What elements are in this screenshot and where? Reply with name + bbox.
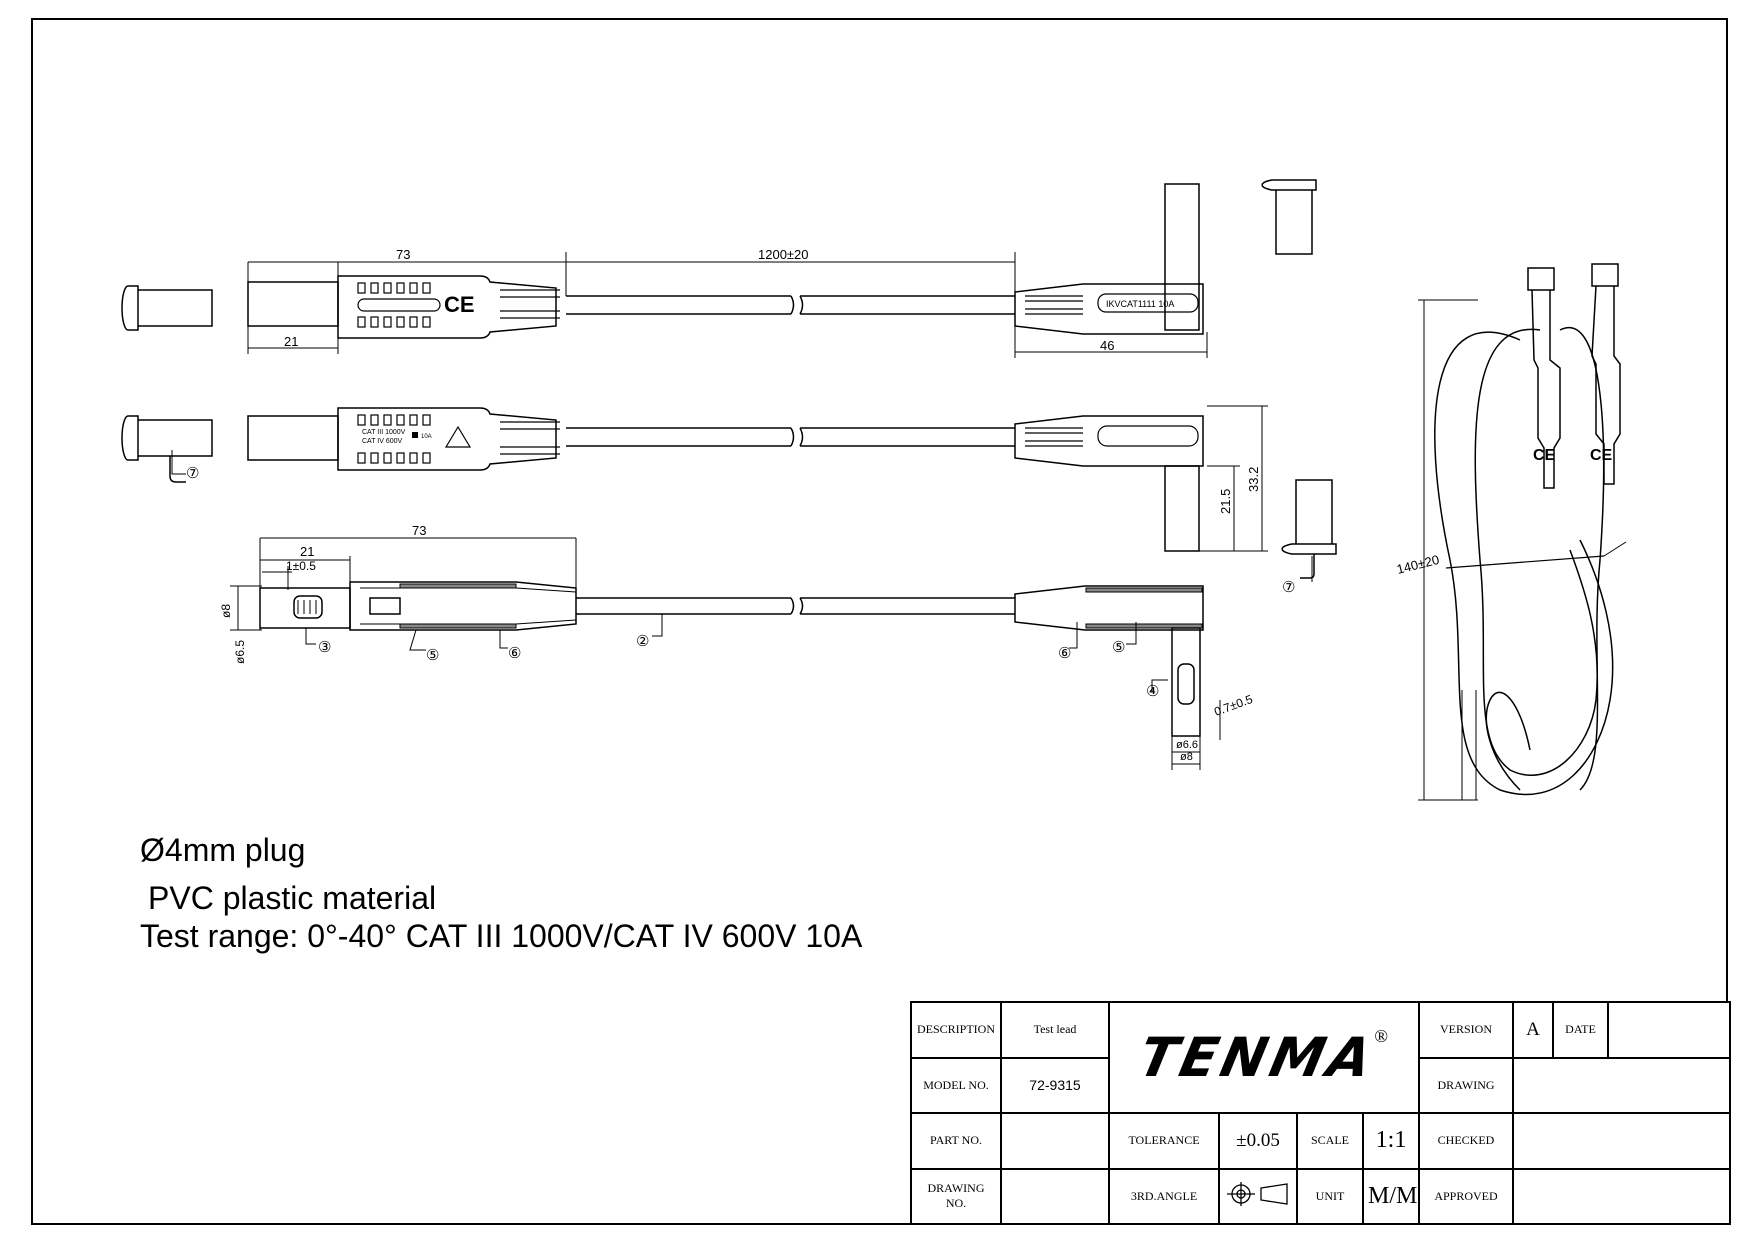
logo-cell: TENMA® xyxy=(1107,1001,1421,1114)
right-plug-pin-2 xyxy=(1164,465,1200,552)
svg-text:ø6.6: ø6.6 xyxy=(1176,739,1198,751)
section-sleeve xyxy=(259,587,351,629)
sheet-border xyxy=(31,18,1728,1225)
section-right-body xyxy=(1014,585,1204,631)
svg-text:0.7±0.5: 0.7±0.5 xyxy=(1212,692,1255,719)
svg-text:⑥: ⑥ xyxy=(1058,645,1071,662)
coil-plug-1 xyxy=(1527,267,1561,489)
tenma-logo: TENMA xyxy=(1133,1026,1382,1089)
section-right-pin xyxy=(1171,627,1201,737)
scale-value: 1:1 xyxy=(1361,1112,1421,1170)
title-block: DESCRIPTION Test lead TENMA® VERSION A D… xyxy=(910,1001,1732,1225)
coil-loop-inner xyxy=(1474,328,1598,776)
plug-body-1 xyxy=(337,275,557,339)
part-value xyxy=(1000,1112,1110,1170)
svg-text:CAT III 1000V: CAT III 1000V xyxy=(362,429,406,436)
drawing-no-label: DRAWING NO. xyxy=(910,1167,1002,1225)
svg-text:③: ③ xyxy=(318,639,331,656)
unit-label: UNIT xyxy=(1296,1167,1364,1225)
note-test-range: Test range: 0°-40° CAT III 1000V/CAT IV … xyxy=(140,918,863,954)
approved-label: APPROVED xyxy=(1418,1167,1515,1225)
svg-text:46: 46 xyxy=(1100,338,1114,353)
svg-text:21.5: 21.5 xyxy=(1218,489,1233,514)
svg-text:ø6.5: ø6.5 xyxy=(233,640,247,664)
model-label: MODEL NO. xyxy=(910,1056,1002,1114)
svg-text:140±20: 140±20 xyxy=(1395,552,1441,577)
date-label: DATE xyxy=(1552,1001,1610,1059)
svg-text:73: 73 xyxy=(396,247,410,262)
svg-text:⑤: ⑤ xyxy=(426,647,439,664)
view-top: CE IKVCAT1111 10A 73 1200±20 21 46 xyxy=(121,179,1317,358)
projection-symbol-icon xyxy=(1218,1167,1298,1225)
drawing-no-value xyxy=(1000,1167,1110,1225)
cable-2 xyxy=(566,427,1015,447)
model-value: 72-9315 xyxy=(1000,1056,1110,1114)
drawing-label: DRAWING xyxy=(1418,1056,1515,1114)
note-plug: Ø4mm plug xyxy=(140,832,306,868)
description-value: Test lead xyxy=(1000,1001,1110,1059)
part-label: PART NO. xyxy=(910,1112,1002,1170)
angle-label: 3RD.ANGLE xyxy=(1108,1167,1220,1225)
cap-left-2 xyxy=(121,415,213,461)
side-marking: IKVCAT1111 10A xyxy=(1106,299,1174,309)
cap-bottom xyxy=(1281,479,1337,555)
date-value xyxy=(1607,1001,1732,1059)
version-label: VERSION xyxy=(1418,1001,1515,1059)
svg-text:⑥: ⑥ xyxy=(508,645,521,662)
svg-text:ø8: ø8 xyxy=(1180,751,1193,763)
svg-text:⑦: ⑦ xyxy=(186,465,199,482)
cable-1 xyxy=(566,295,1015,315)
svg-text:②: ② xyxy=(636,633,649,650)
version-value: A xyxy=(1512,1001,1555,1059)
note-material: PVC plastic material xyxy=(148,880,437,916)
svg-text:CAT IV 600V: CAT IV 600V xyxy=(362,438,403,445)
registered-mark: ® xyxy=(1374,1026,1389,1046)
checked-label: CHECKED xyxy=(1418,1112,1515,1170)
svg-text:21: 21 xyxy=(300,544,314,559)
coil-loop-outer xyxy=(1434,331,1614,796)
svg-text:1200±20: 1200±20 xyxy=(758,247,809,262)
plug-sleeve-1 xyxy=(247,281,339,327)
right-plug-pin-1 xyxy=(1164,183,1200,331)
svg-text:ø8: ø8 xyxy=(219,604,233,618)
cable-3 xyxy=(576,597,1015,615)
svg-text:10A: 10A xyxy=(421,434,432,440)
description-label: DESCRIPTION xyxy=(910,1001,1002,1059)
plug-body-2 xyxy=(337,407,557,471)
drawing-value xyxy=(1512,1056,1732,1114)
checked-value xyxy=(1512,1112,1732,1170)
tolerance-value: ±0.05 xyxy=(1218,1112,1298,1170)
svg-text:73: 73 xyxy=(412,523,426,538)
view-coiled: 140±20 CE CE xyxy=(1395,263,1627,801)
svg-text:CE: CE xyxy=(1590,447,1613,464)
cap-top xyxy=(1261,179,1317,255)
view-section: 73 21 1±0.5 ø8 ø6.5 0.7±0.5 ø6.6 ø8 ② ③ … xyxy=(171,450,1313,770)
svg-text:CE: CE xyxy=(1533,447,1556,464)
ce-mark-1: CE xyxy=(444,292,475,317)
tolerance-label: TOLERANCE xyxy=(1108,1112,1220,1170)
plug-sleeve-2 xyxy=(247,415,339,461)
unit-value: M/M xyxy=(1361,1167,1421,1225)
svg-text:④: ④ xyxy=(1146,683,1159,700)
view-middle: CAT III 1000V CAT IV 600V 10A 33.2 21.5 xyxy=(121,405,1337,579)
approved-value xyxy=(1512,1167,1732,1225)
svg-text:⑤: ⑤ xyxy=(1112,639,1125,656)
coil-plug-2 xyxy=(1591,263,1621,485)
svg-text:1±0.5: 1±0.5 xyxy=(286,559,316,573)
svg-text:21: 21 xyxy=(284,334,298,349)
svg-text:⑦: ⑦ xyxy=(1282,579,1295,596)
svg-text:33.2: 33.2 xyxy=(1246,467,1261,492)
cap-left-1 xyxy=(121,285,213,331)
right-plug-body-2 xyxy=(1014,415,1204,467)
scale-label: SCALE xyxy=(1296,1112,1364,1170)
